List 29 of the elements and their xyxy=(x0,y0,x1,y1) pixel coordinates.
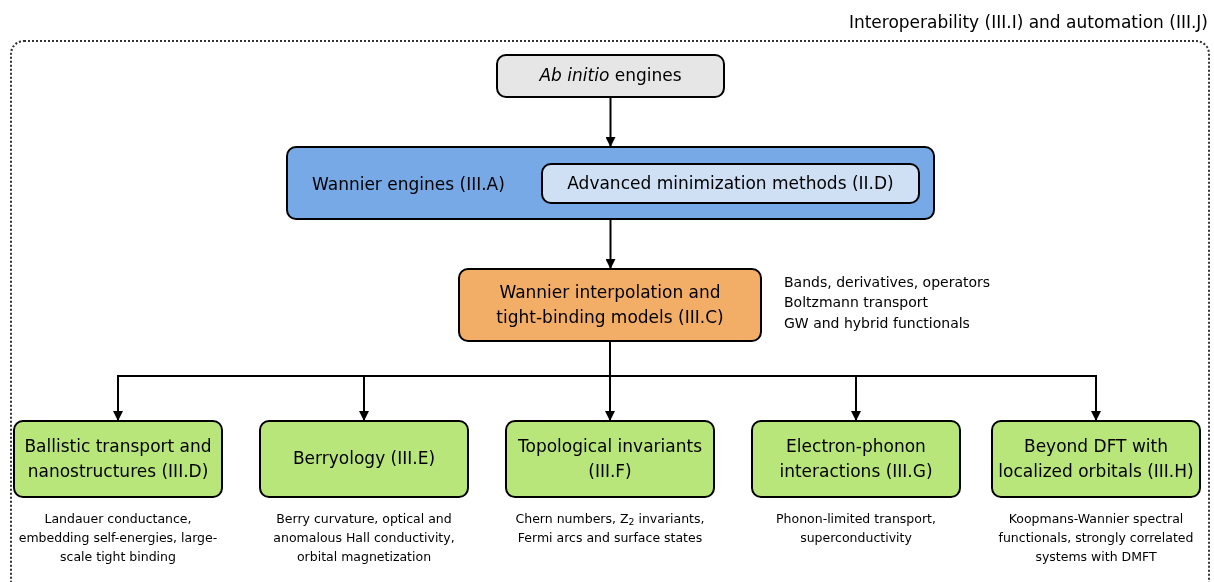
box-label: Berryology (III.E) xyxy=(291,447,437,471)
box-label: Ballistic transport and nanostructures (III.D) xyxy=(23,434,213,483)
feature-note: Chern numbers, Z$_{2}$ invariants, Fermi arcs and surface states xyxy=(514,510,706,547)
engine-box xyxy=(496,54,725,98)
feature-note: Landauer conductance, embedding self-energies, large-scale tight binding xyxy=(17,510,219,566)
feature-note: Boltzmann transport xyxy=(784,293,929,313)
wannier-engines-box xyxy=(286,146,935,220)
box-label: Advanced minimization methods (II.D) xyxy=(566,171,895,195)
arrow xyxy=(605,219,616,269)
feature-note: Phonon-limited transport, superconductivity xyxy=(775,510,937,547)
box-label: Wannier engines (III.A) xyxy=(312,173,505,196)
minimization-box xyxy=(541,163,920,204)
feature-note: GW and hybrid functionals xyxy=(784,313,971,333)
application-box xyxy=(991,420,1201,498)
application-box xyxy=(13,420,223,498)
group-title: Interoperability (III.I) and automation (III.J) xyxy=(848,11,1208,34)
feature-note: Berry curvature, optical and anomalous Hall conductivity, orbital magnetization xyxy=(272,510,456,566)
box-label: Topological invariants (III.F) xyxy=(517,434,703,483)
application-box xyxy=(505,420,715,498)
box-label: Electron-phonon interactions (III.G) xyxy=(778,434,934,483)
application-box xyxy=(259,420,469,498)
box-label: Ab initio engines xyxy=(538,64,683,88)
interpolation-box xyxy=(458,268,762,342)
feature-note: Koopmans-Wannier spectral functionals, strongly correlated systems with DMFT xyxy=(997,510,1195,566)
arrow xyxy=(605,97,616,147)
box-label: Wannier interpolation and tight-binding models (III.C) xyxy=(495,280,725,329)
box-label: Beyond DFT with localized orbitals (III.H) xyxy=(997,434,1195,483)
application-box xyxy=(751,420,961,498)
feature-note: Bands, derivatives, operators xyxy=(784,273,991,292)
